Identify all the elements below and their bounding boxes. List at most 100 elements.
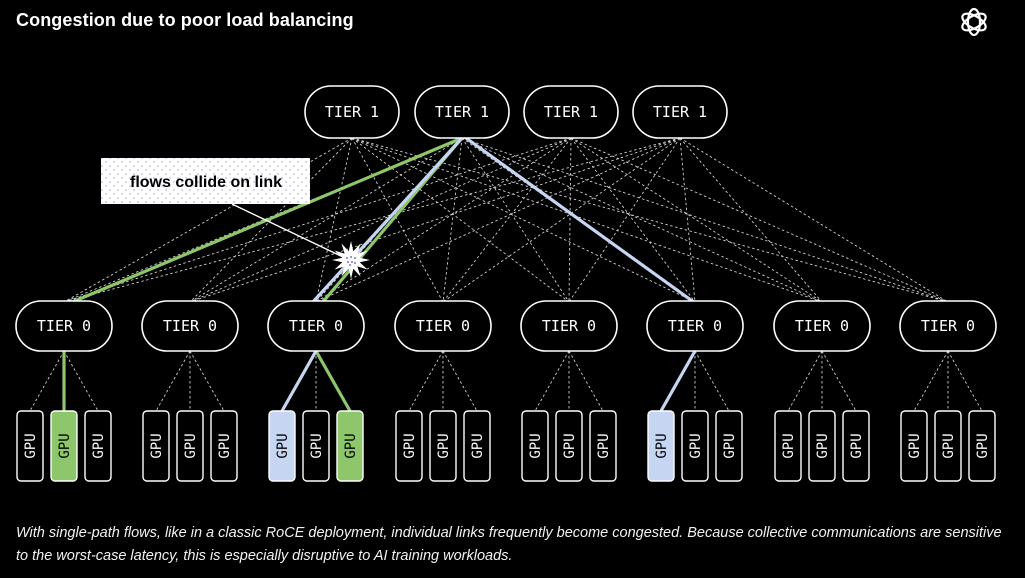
gpu-node: GPU — [50, 410, 78, 482]
caption: With single-path flows, like in a classi… — [16, 525, 1002, 564]
gpu-node: GPU — [429, 410, 457, 482]
dashed-link — [351, 137, 570, 303]
annotation-leader — [231, 203, 346, 259]
gpu-node: GPU — [302, 410, 330, 482]
gpu-node: GPU — [521, 410, 549, 482]
gpu-label: GPU — [815, 433, 831, 458]
dashed-link — [442, 137, 681, 303]
gpu-label: GPU — [722, 433, 738, 458]
dashed-link — [315, 137, 681, 303]
openai-logo-icon — [961, 7, 987, 37]
gpu-label: GPU — [183, 433, 199, 458]
gpu-node: GPU — [84, 410, 112, 482]
tier0-label: TIER 0 — [921, 317, 975, 335]
dashed-link — [570, 137, 823, 303]
dashed-link — [63, 137, 572, 303]
gpu-node: GPU — [934, 410, 962, 482]
dashed-link — [315, 137, 572, 303]
gpu-label: GPU — [975, 433, 991, 458]
gpu-node: GPU — [968, 410, 996, 482]
dashed-link — [63, 137, 681, 303]
dashed-link — [189, 350, 225, 412]
gpu-label: GPU — [849, 433, 865, 458]
tier0-switch: TIER 0 — [520, 300, 618, 352]
flow-path — [310, 136, 464, 305]
gpu-node: GPU — [16, 410, 44, 482]
dashed-link — [568, 350, 604, 412]
flow-path — [464, 136, 697, 305]
tier0-label: TIER 0 — [668, 317, 722, 335]
dashed-link — [913, 350, 949, 412]
dashed-link — [442, 350, 478, 412]
gpu-node: GPU — [142, 410, 170, 482]
dashed-link — [534, 350, 570, 412]
dashed-link — [679, 137, 823, 303]
dashed-link — [568, 137, 572, 303]
gpu-label: GPU — [309, 433, 325, 458]
dashed-link — [679, 137, 949, 303]
dashed-link — [821, 350, 857, 412]
tier1-switch: TIER 1 — [414, 85, 510, 139]
dashed-link — [408, 350, 444, 412]
gpu-node: GPU — [589, 410, 617, 482]
gpu-label: GPU — [149, 433, 165, 458]
gpu-label: GPU — [907, 433, 923, 458]
gpu-node: GPU — [774, 410, 802, 482]
annotation-box: flows collide on link — [101, 158, 310, 204]
gpu-node: GPU — [900, 410, 928, 482]
annotation-text: flows collide on link — [130, 174, 282, 191]
tier1-label: TIER 1 — [325, 103, 379, 121]
gpu-label: GPU — [217, 433, 233, 458]
gpu-node: GPU — [715, 410, 743, 482]
dashed-link — [63, 350, 99, 412]
page-title: Congestion due to poor load balancing — [16, 10, 354, 30]
gpu-label: GPU — [528, 433, 544, 458]
gpu-label: GPU — [781, 433, 797, 458]
dashed-link — [679, 137, 696, 303]
gpu-label: GPU — [23, 433, 39, 458]
dashed-link — [570, 137, 949, 303]
dashed-link — [442, 137, 572, 303]
gpu-node: GPU — [336, 410, 364, 482]
gpu-label: GPU — [654, 433, 670, 458]
gpu-label: GPU — [343, 433, 359, 458]
tier1-switch: TIER 1 — [632, 85, 728, 139]
gpu-label: GPU — [275, 433, 291, 458]
tier1-switch: TIER 1 — [304, 85, 400, 139]
gpu-node: GPU — [808, 410, 836, 482]
dashed-link — [442, 137, 463, 303]
dashed-link — [568, 137, 681, 303]
gpu-node: GPU — [842, 410, 870, 482]
gpu-node: GPU — [395, 410, 423, 482]
gpu-node: GPU — [463, 410, 491, 482]
dashed-link — [29, 350, 65, 412]
tier0-switch: TIER 0 — [899, 300, 997, 352]
tier1-label: TIER 1 — [435, 103, 489, 121]
tier0-label: TIER 0 — [37, 317, 91, 335]
dashed-link — [694, 350, 730, 412]
gpu-label: GPU — [562, 433, 578, 458]
dashed-link — [787, 350, 823, 412]
tier1-switch: TIER 1 — [523, 85, 619, 139]
annotation: flows collide on link — [101, 158, 370, 279]
flow-path — [280, 349, 318, 413]
dashed-link — [461, 137, 949, 303]
dashed-link — [947, 350, 983, 412]
tier0-switch: TIER 0 — [15, 300, 113, 352]
dashed-link — [155, 350, 191, 412]
gpu-label: GPU — [470, 433, 486, 458]
gpu-label: GPU — [941, 433, 957, 458]
flow-paths — [62, 136, 697, 413]
tier1-label: TIER 1 — [544, 103, 598, 121]
gpu-label: GPU — [91, 433, 107, 458]
tier1-label: TIER 1 — [653, 103, 707, 121]
tier0-label: TIER 0 — [163, 317, 217, 335]
gpu-node: GPU — [681, 410, 709, 482]
tier0-label: TIER 0 — [542, 317, 596, 335]
gpu-label: GPU — [596, 433, 612, 458]
dashed-link — [189, 137, 681, 303]
dashed-link — [570, 137, 696, 303]
gpu-label: GPU — [688, 433, 704, 458]
